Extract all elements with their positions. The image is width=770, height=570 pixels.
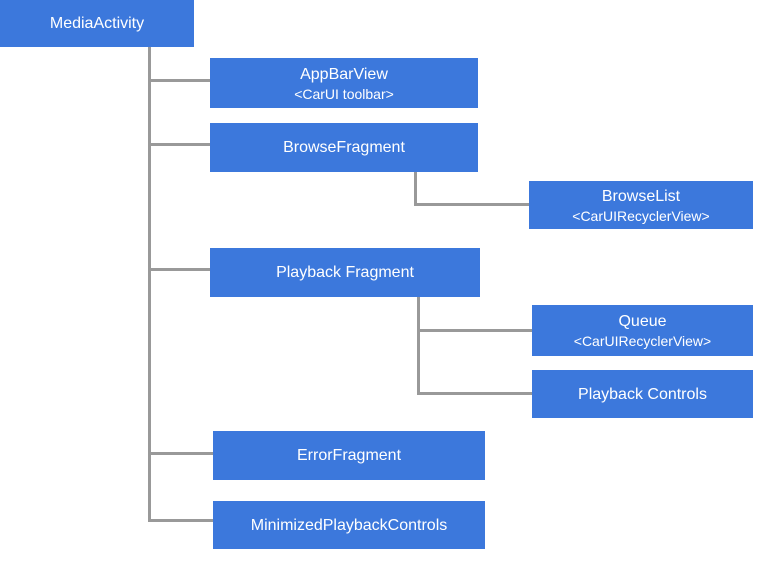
connector-trunk-vertical: [148, 47, 151, 522]
node-media-activity-label: MediaActivity: [49, 15, 145, 32]
node-error-fragment: ErrorFragment: [213, 431, 485, 480]
connector-branch-playbackfragment: [148, 268, 211, 271]
node-app-bar-view: AppBarView <CarUI toolbar>: [210, 58, 478, 108]
node-playback-controls-label: Playback Controls: [578, 385, 707, 403]
node-browse-fragment: BrowseFragment: [210, 123, 478, 172]
connector-branch-errorfragment: [148, 452, 214, 455]
node-browse-list-sublabel: <CarUIRecyclerView>: [572, 207, 710, 224]
node-queue-sublabel: <CarUIRecyclerView>: [573, 333, 712, 349]
node-minimized-playback-controls-label: MinimizedPlaybackControls: [250, 516, 448, 534]
connector-branch-minimizedplaybackcontrols: [148, 519, 214, 522]
node-queue-label: Queue: [618, 313, 667, 330]
connector-playbackchildren-vertical: [417, 297, 420, 395]
node-playback-fragment: Playback Fragment: [210, 248, 480, 297]
node-browse-fragment-label: BrowseFragment: [283, 139, 405, 156]
connector-branch-appbarview: [148, 79, 211, 82]
node-queue: Queue <CarUIRecyclerView>: [532, 305, 753, 356]
connector-playbackcontrols-horizontal: [417, 392, 532, 395]
connector-browselist-vertical: [414, 172, 417, 206]
node-browse-list-label: BrowseList: [601, 187, 681, 205]
node-playback-fragment-label: Playback Fragment: [276, 264, 414, 281]
node-playback-controls: Playback Controls: [532, 370, 753, 418]
node-minimized-playback-controls: MinimizedPlaybackControls: [213, 501, 485, 549]
node-media-activity: MediaActivity: [0, 0, 194, 47]
node-app-bar-view-sublabel: <CarUI toolbar>: [294, 85, 394, 102]
node-app-bar-view-label: AppBarView: [300, 65, 388, 83]
connector-branch-browsefragment: [148, 143, 211, 146]
node-browse-list: BrowseList <CarUIRecyclerView>: [529, 181, 753, 229]
connector-browselist-horizontal: [414, 203, 529, 206]
node-error-fragment-label: ErrorFragment: [296, 447, 402, 464]
connector-queue-horizontal: [417, 329, 532, 332]
